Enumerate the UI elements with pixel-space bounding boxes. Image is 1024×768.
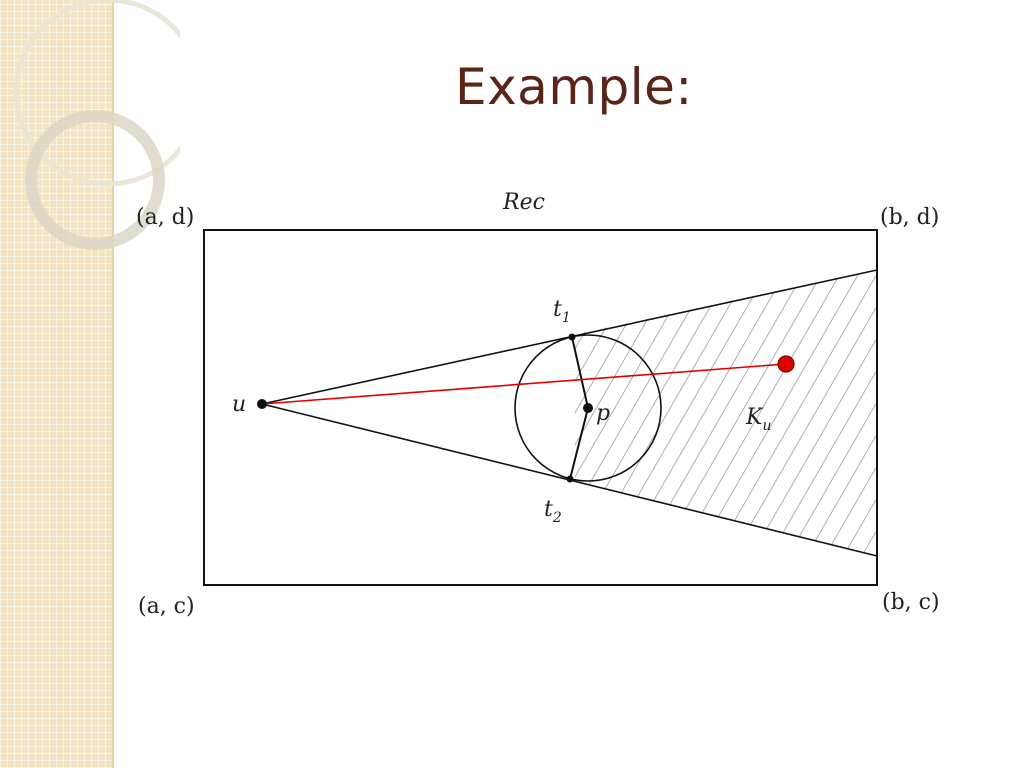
label-u: u bbox=[232, 392, 246, 417]
corner-label-bottom-right: (b, c) bbox=[882, 590, 940, 615]
point-t1 bbox=[568, 333, 576, 341]
label-t2: t2 bbox=[544, 497, 562, 526]
circle-p bbox=[514, 334, 662, 482]
corner-label-bottom-left: (a, c) bbox=[138, 594, 195, 619]
corner-label-top-left: (a, d) bbox=[136, 205, 194, 230]
decorative-rings bbox=[13, 0, 180, 250]
point-p bbox=[583, 403, 593, 413]
rect-label: Rec bbox=[502, 190, 545, 215]
query-line bbox=[261, 363, 787, 405]
label-t1: t1 bbox=[553, 297, 571, 326]
rectangle-rec bbox=[203, 229, 878, 586]
corner-label-top-right: (b, d) bbox=[880, 205, 939, 230]
label-p: p bbox=[596, 401, 610, 426]
segment-p-t2 bbox=[569, 407, 589, 480]
point-u bbox=[257, 399, 267, 409]
slide-title: Example: bbox=[455, 58, 693, 116]
point-t2 bbox=[566, 475, 574, 483]
label-region-ku: Ku bbox=[745, 405, 771, 434]
query-point bbox=[777, 355, 795, 373]
region-ku-hatch bbox=[575, 270, 877, 556]
segment-t1-p bbox=[571, 336, 589, 409]
side-band-edge bbox=[112, 0, 114, 768]
